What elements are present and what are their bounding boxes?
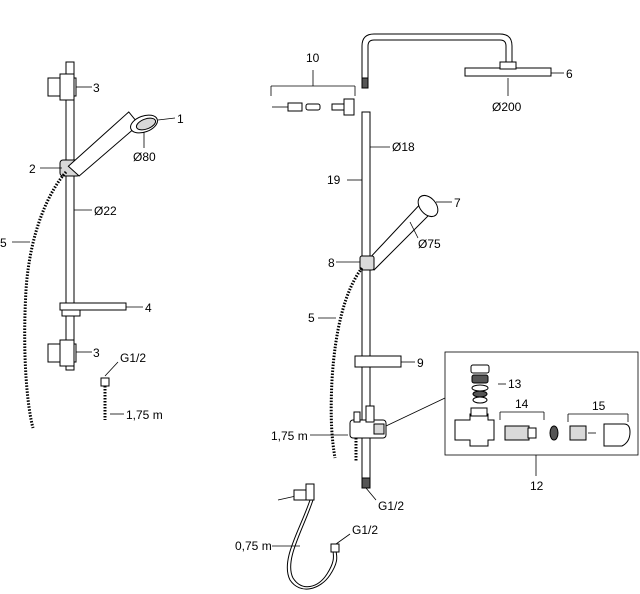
soap-dish-right — [354, 355, 402, 368]
shower-hose-right — [329, 267, 364, 459]
label-length-175-left: 1,75 m — [126, 408, 163, 422]
label-part-5-right: 5 — [308, 311, 315, 325]
label-part-3-bottom: 3 — [93, 346, 100, 360]
slide-rail — [65, 61, 75, 371]
detail-parts — [454, 364, 631, 476]
label-dia-80: Ø80 — [133, 150, 156, 164]
label-part-7: 7 — [454, 196, 461, 210]
label-part-5-left: 5 — [0, 236, 7, 250]
label-part-19: 19 — [327, 173, 341, 187]
right-shower-system — [270, 33, 639, 590]
label-g12-rail: G1/2 — [378, 499, 404, 513]
label-g12-left: G1/2 — [120, 351, 146, 365]
connection-hose — [277, 483, 340, 590]
hand-shower-right — [365, 194, 439, 271]
label-dia-22: Ø22 — [94, 204, 117, 218]
label-dia-18: Ø18 — [392, 140, 415, 154]
shower-hose-left — [23, 171, 68, 429]
label-part-15: 15 — [592, 399, 606, 413]
label-part-12: 12 — [530, 479, 544, 493]
label-length-175-right: 1,75 m — [271, 429, 308, 443]
label-g12-hose: G1/2 — [352, 523, 378, 537]
soap-dish — [59, 302, 127, 311]
label-dia-200: Ø200 — [492, 100, 522, 114]
label-part-4: 4 — [145, 301, 152, 315]
label-dia-75: Ø75 — [418, 237, 441, 251]
label-part-9: 9 — [417, 356, 424, 370]
diverter — [349, 405, 387, 439]
left-shower-set — [12, 61, 176, 429]
label-part-14: 14 — [515, 397, 529, 411]
detail-box — [444, 351, 639, 456]
label-part-3-top: 3 — [93, 81, 100, 95]
label-part-6: 6 — [566, 67, 573, 81]
label-part-2: 2 — [29, 162, 36, 176]
wall-mount-set — [270, 70, 356, 116]
label-part-8: 8 — [328, 256, 335, 270]
label-part-10: 10 — [306, 51, 320, 65]
slider-right — [359, 255, 375, 271]
label-part-1: 1 — [177, 112, 184, 126]
label-length-075: 0,75 m — [235, 539, 272, 553]
label-part-13: 13 — [508, 377, 522, 391]
